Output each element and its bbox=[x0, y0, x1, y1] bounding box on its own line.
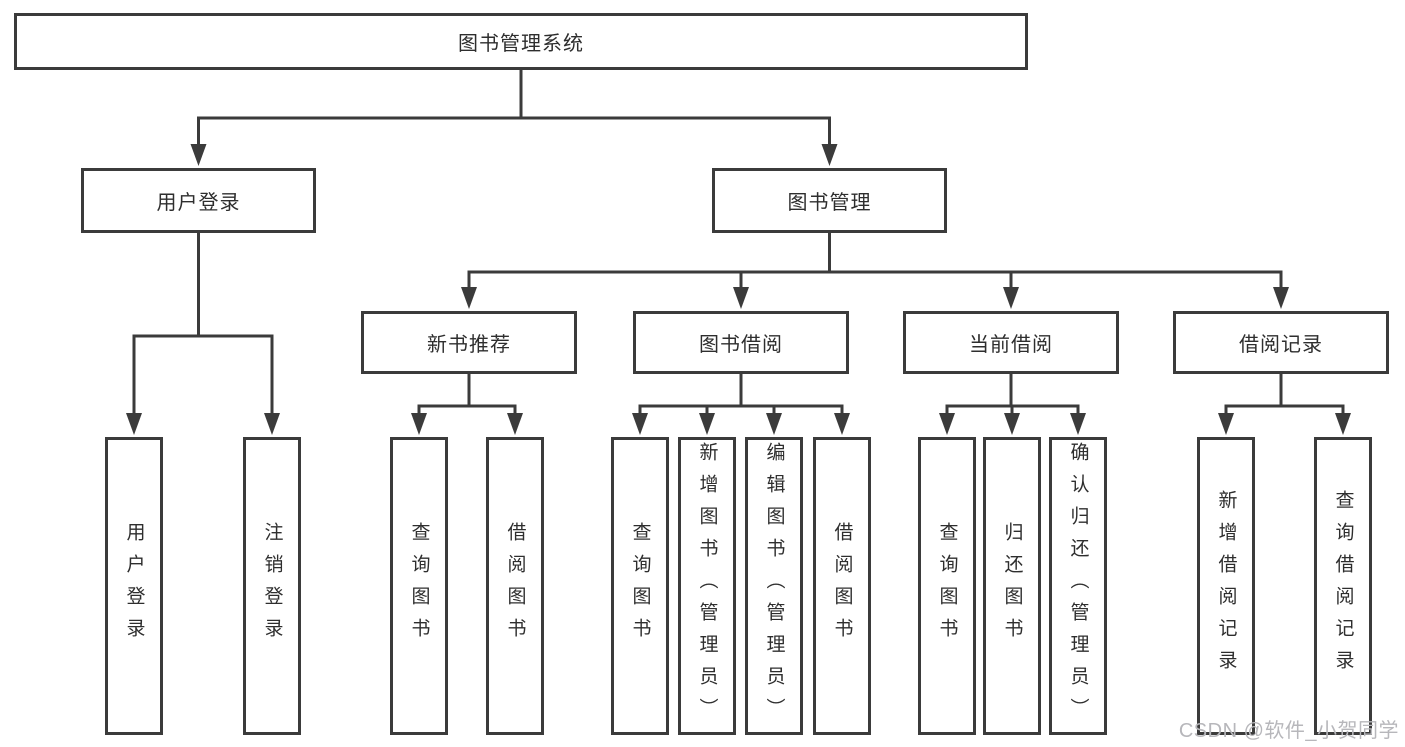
leaf-logout-label: 注销登录 bbox=[261, 522, 283, 650]
connector-book-borrowing-children bbox=[632, 374, 850, 435]
leaf-add-borrow-record: 新增借阅记录 bbox=[1197, 437, 1255, 735]
connector-book-management-children bbox=[461, 233, 1289, 309]
leaf-edit-books-admin: 编辑图书（管理员） bbox=[745, 437, 803, 735]
connector-bracket bbox=[197, 116, 831, 146]
arrowhead-icon bbox=[461, 287, 477, 309]
leaf-borrow-books-borrowing-label: 借阅图书 bbox=[831, 522, 853, 650]
node-current-borrowing: 当前借阅 bbox=[903, 311, 1119, 374]
connector-bracket bbox=[638, 404, 844, 416]
node-book-borrowing-label: 图书借阅 bbox=[699, 334, 783, 356]
leaf-query-borrow-record: 查询借阅记录 bbox=[1314, 437, 1372, 735]
leaf-query-books-recommend-label: 查询图书 bbox=[408, 522, 430, 650]
arrowhead-icon bbox=[126, 413, 142, 435]
leaf-add-books-admin: 新增图书（管理员） bbox=[678, 437, 736, 735]
leaf-borrow-books-recommend-label: 借阅图书 bbox=[504, 522, 526, 650]
connector-current-borrowing-children bbox=[939, 374, 1086, 435]
node-borrowing-records-label: 借阅记录 bbox=[1239, 334, 1323, 356]
leaf-add-books-admin-label: 新增图书（管理员） bbox=[696, 442, 718, 730]
leaf-borrow-books-borrowing: 借阅图书 bbox=[813, 437, 871, 735]
node-user-login-label: 用户登录 bbox=[156, 192, 241, 214]
node-new-book-recommend-label: 新书推荐 bbox=[427, 334, 511, 356]
leaf-user-login-label: 用户登录 bbox=[123, 522, 145, 650]
leaf-return-books: 归还图书 bbox=[983, 437, 1041, 735]
node-root: 图书管理系统 bbox=[14, 13, 1028, 70]
node-new-book-recommend: 新书推荐 bbox=[361, 311, 577, 374]
csdn-watermark: CSDN @软件_小贺同学 bbox=[1178, 720, 1399, 742]
arrowhead-icon bbox=[939, 413, 955, 435]
arrowhead-icon bbox=[411, 413, 427, 435]
connector-bracket bbox=[1224, 404, 1345, 416]
leaf-return-books-label: 归还图书 bbox=[1001, 522, 1023, 650]
arrowhead-icon bbox=[632, 413, 648, 435]
arrowhead-icon bbox=[699, 413, 715, 435]
leaf-query-books-borrowing: 查询图书 bbox=[611, 437, 669, 735]
arrowhead-icon bbox=[834, 413, 850, 435]
leaf-add-borrow-record-label: 新增借阅记录 bbox=[1215, 490, 1237, 682]
arrowhead-icon bbox=[1335, 413, 1351, 435]
arrowhead-icon bbox=[821, 144, 838, 166]
connector-bracket bbox=[467, 270, 1283, 290]
node-root-label: 图书管理系统 bbox=[458, 33, 584, 55]
arrowhead-icon bbox=[766, 413, 782, 435]
leaf-query-books-borrowing-label: 查询图书 bbox=[629, 522, 651, 650]
arrowhead-icon bbox=[1218, 413, 1234, 435]
leaf-confirm-return-admin: 确认归还（管理员） bbox=[1049, 437, 1107, 735]
connector-borrowing-records-children bbox=[1218, 374, 1351, 435]
leaf-borrow-books-recommend: 借阅图书 bbox=[486, 437, 544, 735]
connector-bracket bbox=[132, 334, 274, 416]
arrowhead-icon bbox=[507, 413, 523, 435]
arrowhead-icon bbox=[1003, 287, 1019, 309]
arrowhead-icon bbox=[190, 144, 207, 166]
arrowhead-icon bbox=[733, 287, 749, 309]
node-borrowing-records: 借阅记录 bbox=[1173, 311, 1389, 374]
leaf-edit-books-admin-label: 编辑图书（管理员） bbox=[763, 442, 785, 730]
leaf-confirm-return-admin-label: 确认归还（管理员） bbox=[1067, 442, 1089, 730]
leaf-query-books-recommend: 查询图书 bbox=[390, 437, 448, 735]
arrowhead-icon bbox=[1273, 287, 1289, 309]
node-book-management-label: 图书管理 bbox=[787, 192, 872, 214]
leaf-logout: 注销登录 bbox=[243, 437, 301, 735]
leaf-user-login: 用户登录 bbox=[105, 437, 163, 735]
arrowhead-icon bbox=[1070, 413, 1086, 435]
leaf-query-books-current-label: 查询图书 bbox=[936, 522, 958, 650]
connector-root-to-level2 bbox=[190, 70, 838, 166]
connector-new-book-children bbox=[411, 374, 523, 435]
leaf-query-borrow-record-label: 查询借阅记录 bbox=[1332, 490, 1354, 682]
node-user-login: 用户登录 bbox=[81, 168, 316, 233]
arrowhead-icon bbox=[264, 413, 280, 435]
leaf-query-books-current: 查询图书 bbox=[918, 437, 976, 735]
node-book-borrowing: 图书借阅 bbox=[633, 311, 849, 374]
node-book-management: 图书管理 bbox=[712, 168, 947, 233]
connector-user-login-children bbox=[126, 233, 280, 435]
connector-bracket bbox=[417, 404, 517, 416]
node-current-borrowing-label: 当前借阅 bbox=[969, 334, 1053, 356]
arrowhead-icon bbox=[1004, 413, 1020, 435]
